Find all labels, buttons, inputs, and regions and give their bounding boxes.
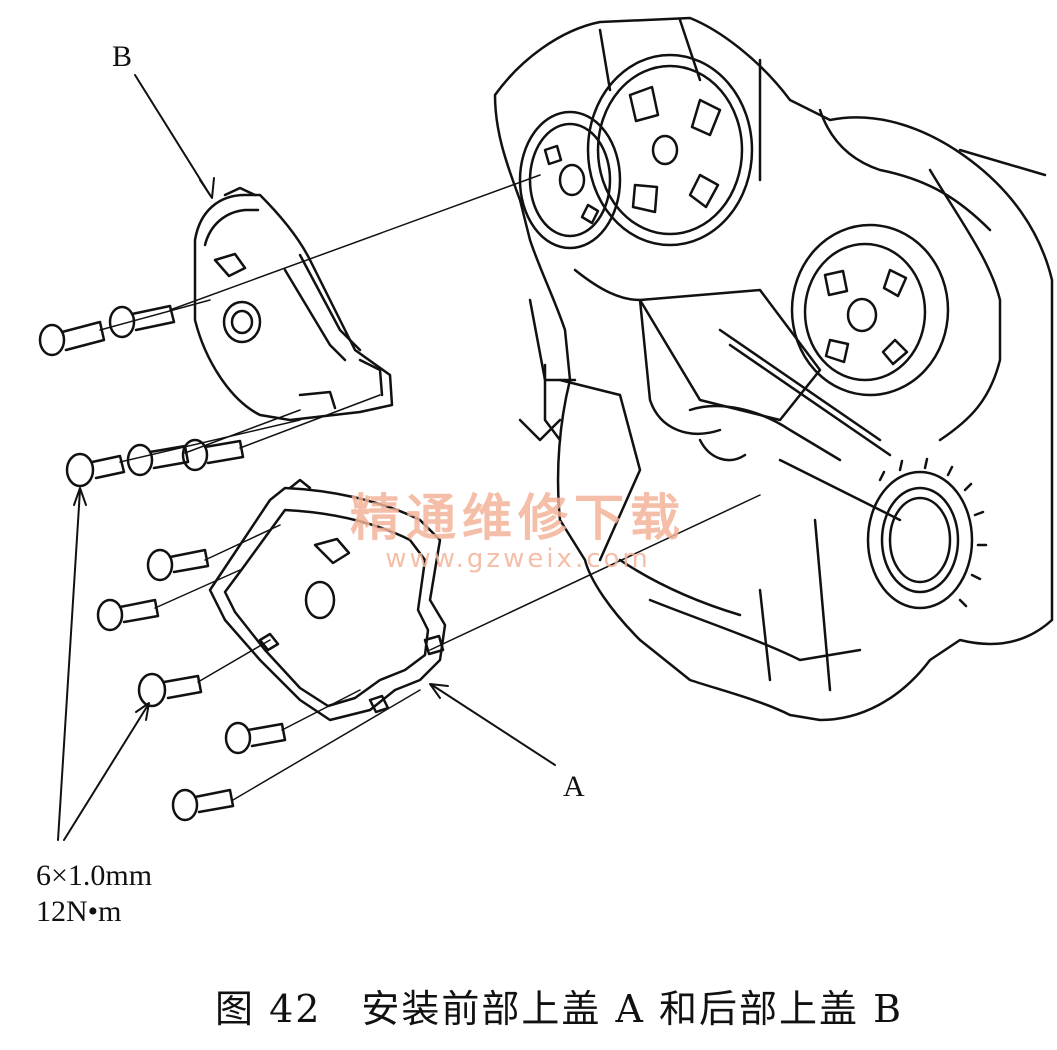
label-part-b: B — [112, 40, 133, 73]
bolt-2 — [108, 304, 176, 339]
rear-upper-cover-b — [193, 186, 394, 422]
bolt-size-text: 6×1.0mm — [36, 859, 153, 892]
engine-mount-bracket — [638, 288, 822, 422]
bolt-1 — [38, 320, 106, 357]
bolt-9 — [224, 721, 287, 755]
watermark: 精通维修下载 www.gzweix.com — [350, 478, 686, 574]
bolt-3 — [65, 452, 126, 488]
engine-block — [493, 16, 1054, 722]
timing-gear — [866, 457, 988, 610]
bolt-5 — [181, 438, 245, 472]
torque-text: 12N•m — [36, 895, 122, 928]
bolt-spec: 6×1.0mm 12N•m — [36, 858, 152, 930]
idler-pulley — [518, 110, 622, 250]
bolt-6 — [146, 548, 210, 582]
alignment-lines — [99, 174, 761, 801]
label-part-a: A — [563, 770, 585, 803]
bolt-8 — [137, 672, 203, 708]
figure-caption: 图 42 安装前部上盖 A 和后部上盖 B — [215, 987, 904, 1031]
bolt-4 — [126, 443, 190, 477]
front-upper-cover-a — [208, 478, 447, 722]
leader-arrows — [57, 74, 556, 841]
bolt-10 — [171, 788, 235, 822]
watermark-url: www.gzweix.com — [385, 544, 651, 574]
watermark-title: 精通维修下载 — [350, 489, 686, 547]
bolt-7 — [96, 598, 160, 632]
camshaft-pulley — [586, 53, 754, 247]
bolts — [38, 304, 287, 822]
crank-side-pulley — [790, 223, 950, 397]
